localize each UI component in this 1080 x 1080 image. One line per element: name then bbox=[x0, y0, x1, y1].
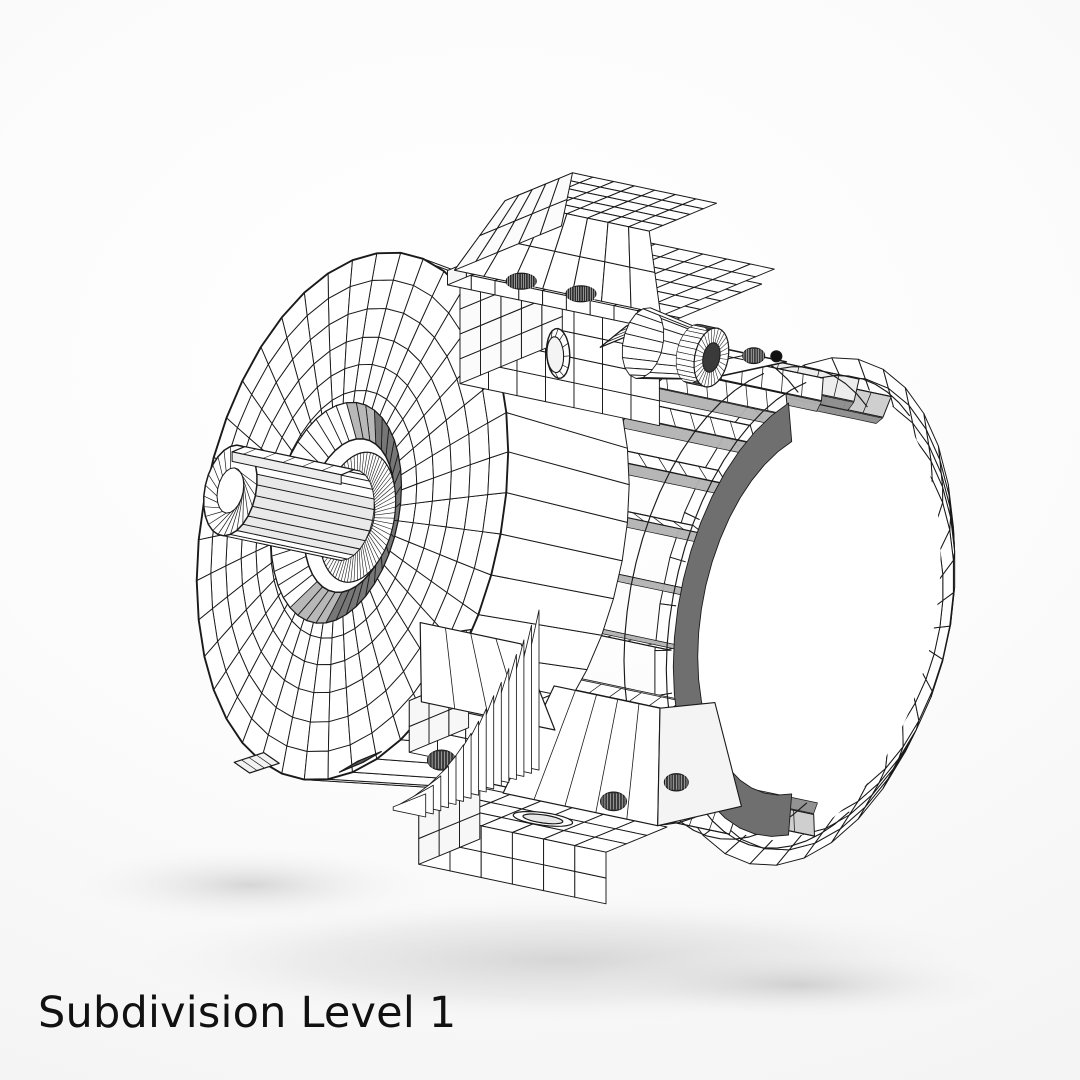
subdivision-level-caption: Subdivision Level 1 bbox=[38, 988, 457, 1038]
